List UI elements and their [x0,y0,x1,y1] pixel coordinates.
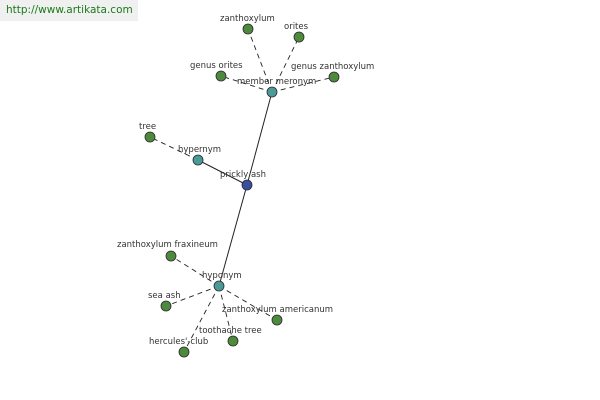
edge-hyponym-toothache-tree [218,285,234,342]
edge-hyponym-sea-ash [165,285,220,307]
graph-labels: prickly ash member meronym zanthoxylum orit… [117,14,374,347]
edge-prickly-ash-member-meronym [246,91,273,186]
leaf-node-genus-zanthoxylum[interactable] [328,71,340,83]
edge-prickly-ash-hypernym [197,159,248,186]
node-label-zanthoxylum-fraxineum: zanthoxylum fraxineum [117,240,218,250]
node-label-orites: orites [284,22,309,32]
node-label-member-meronym: member meronym [237,77,316,87]
leaf-node-zanthoxylum-americanum[interactable] [271,314,283,326]
leaf-node-orites[interactable] [293,31,305,43]
node-label-hypernym: hypernym [178,145,221,155]
node-label-sea-ash: sea ash [148,291,181,301]
node-label-hercules-club: hercules'-club [149,337,208,347]
leaf-node-toothache-tree[interactable] [227,335,239,347]
node-label-tree: tree [139,122,156,132]
node-label-zanthoxylum-americanum: zanthoxylum americanum [222,305,333,315]
relation-node-hypernym[interactable] [192,154,204,166]
edge-member-meronym-zanthoxylum [247,28,273,93]
watermark-url[interactable]: http://www.artikata.com [0,0,138,21]
leaf-node-genus-orites[interactable] [215,70,227,82]
leaf-node-zanthoxylum[interactable] [242,23,254,35]
edge-member-meronym-orites [271,36,300,93]
edge-hyponym-zanthoxylum-fraxineum [170,255,220,287]
node-label-genus-zanthoxylum: genus zanthoxylum [291,62,374,72]
node-label-hyponym: hyponym [202,271,242,281]
node-label-zanthoxylum: zanthoxylum [220,14,275,24]
leaf-node-sea-ash[interactable] [160,300,172,312]
edge-member-meronym-genus-zanthoxylum [271,76,335,93]
edge-hyponym-hercules-club [183,285,220,353]
node-label-genus-orites: genus orites [190,61,243,71]
edge-prickly-ash-hyponym [218,184,248,287]
graph-nodes [144,23,340,358]
edge-hyponym-zanthoxylum-americanum [218,285,278,321]
center-node-prickly-ash[interactable] [241,179,253,191]
graph-edges [149,28,335,353]
node-label-prickly-ash: prickly ash [220,170,266,180]
relation-node-hyponym[interactable] [213,280,225,292]
leaf-node-hercules-club[interactable] [178,346,190,358]
node-label-toothache-tree: toothache tree [199,326,262,336]
leaf-node-tree[interactable] [144,131,156,143]
leaf-node-zanthoxylum-fraxineum[interactable] [165,250,177,262]
relation-node-member-meronym[interactable] [266,86,278,98]
